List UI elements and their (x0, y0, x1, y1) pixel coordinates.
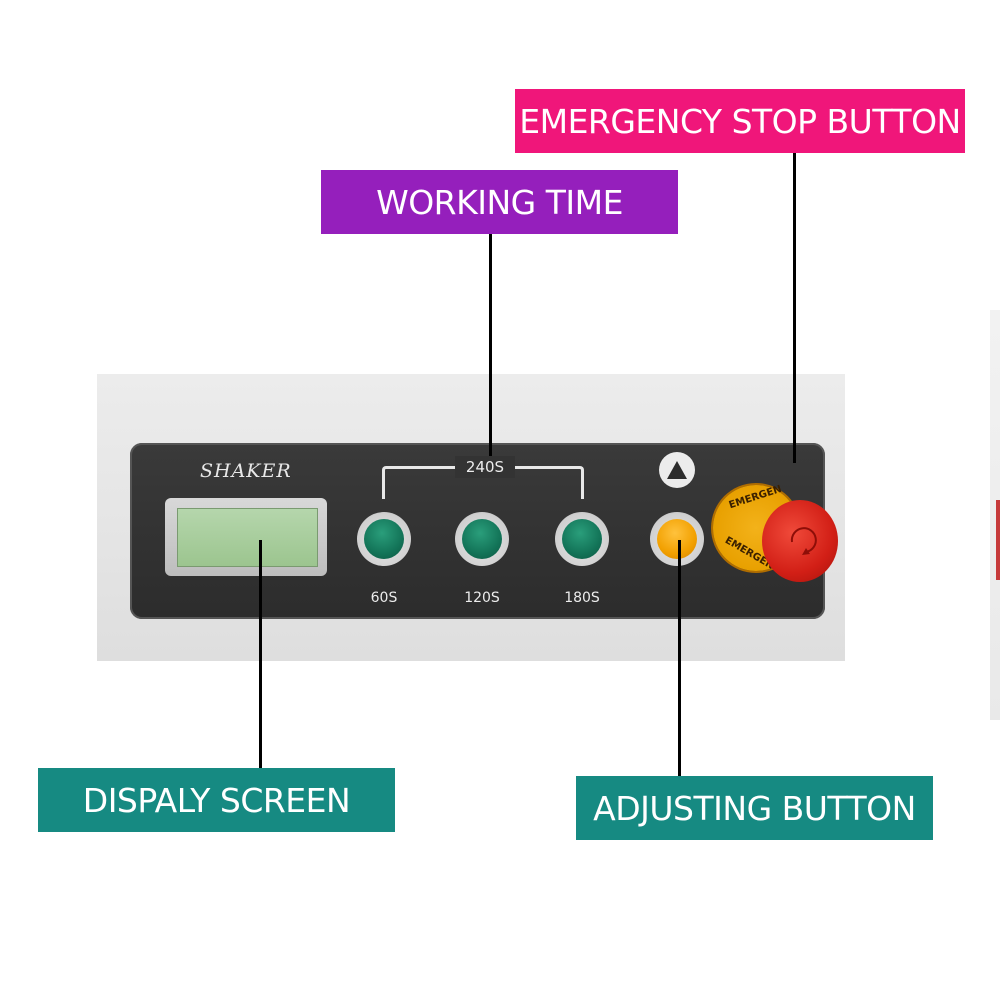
adjusting-button-cap (657, 519, 697, 559)
adjusting-button-leader (678, 540, 681, 776)
up-triangle-icon (659, 452, 695, 488)
time-button-label-60s: 60S (370, 590, 398, 606)
time-button-120s[interactable] (455, 512, 509, 566)
display-screen-callout: DISPALY SCREEN (38, 768, 395, 832)
time-button-60s[interactable] (357, 512, 411, 566)
time-button-180s[interactable] (555, 512, 609, 566)
display-screen (177, 508, 318, 567)
adjusting-button-callout: ADJUSTING BUTTON (576, 776, 933, 840)
time-button-label-120s: 120S (464, 590, 500, 606)
display-screen-leader (259, 540, 262, 768)
adjusting-button-callout-label: ADJUSTING BUTTON (593, 788, 916, 828)
time-button-cap (462, 519, 502, 559)
time-button-cap (562, 519, 602, 559)
display-screen-callout-label: DISPALY SCREEN (82, 780, 351, 820)
brand-label: SHAKER (200, 460, 292, 482)
rotate-arrow-icon (790, 527, 817, 555)
emergency-stop-callout: EMERGENCY STOP BUTTON (515, 89, 965, 153)
time-group-label-wrap: 240S (455, 456, 515, 478)
working-time-leader (489, 234, 492, 456)
adjusting-button[interactable] (650, 512, 704, 566)
emergency-stop-leader (793, 153, 796, 463)
machine-housing-edge (990, 310, 1000, 720)
working-time-callout: WORKING TIME (321, 170, 678, 234)
working-time-callout-label: WORKING TIME (376, 182, 623, 222)
housing-red-edge (996, 500, 1000, 580)
time-group-label: 240S (465, 458, 505, 476)
emergency-stop-button[interactable] (762, 500, 838, 582)
time-button-label-180s: 180S (564, 590, 600, 606)
time-button-cap (364, 519, 404, 559)
emergency-stop-callout-label: EMERGENCY STOP BUTTON (519, 101, 961, 141)
